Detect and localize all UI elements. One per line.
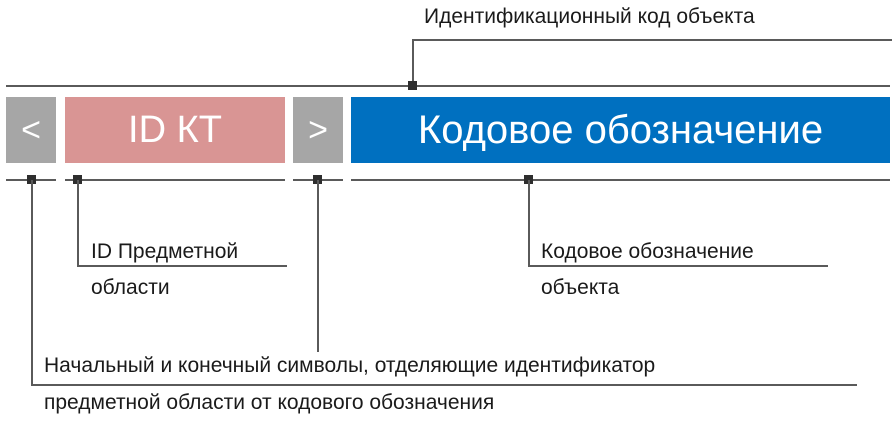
object-id-code-label: Идентификационный код объекта [424, 5, 755, 28]
open-symbol-marker [27, 175, 36, 184]
id-kt-marker [73, 175, 82, 184]
code-desc-leader-horizontal [528, 265, 828, 267]
close-symbol-box: > [293, 97, 343, 163]
close-symbol-marker [313, 175, 322, 184]
top-label-connector [412, 39, 414, 86]
symbols-desc-label-line1: Начальный и конечный символы, отделяющие… [44, 354, 656, 377]
domain-id-leader-vertical [77, 180, 79, 267]
code-desc-label-line2: объекта [541, 276, 620, 299]
domain-id-label-line1: ID Предметной [91, 240, 239, 263]
open-symbol-box: < [6, 97, 56, 163]
id-kt-text: ID КТ [128, 108, 222, 151]
code-text: Кодовое обозначение [417, 107, 824, 152]
domain-id-label-line2: области [91, 276, 170, 299]
code-box: Кодовое обозначение [351, 97, 890, 163]
code-desc-label-line1: Кодовое обозначение [541, 240, 754, 263]
domain-id-leader-horizontal [77, 265, 287, 267]
code-desc-leader-vertical [528, 180, 530, 267]
id-kt-box: ID КТ [65, 97, 285, 163]
symbols-leader-left-vertical [31, 180, 33, 386]
symbols-leader-horizontal [31, 384, 857, 386]
symbols-desc-label-line2: предметной области от кодового обозначен… [44, 391, 495, 414]
code-underline [351, 179, 890, 181]
symbols-leader-right-vertical [317, 180, 319, 352]
upper-bracket-line [6, 85, 890, 87]
upper-bracket-marker [408, 81, 417, 90]
top-label-underline [412, 39, 892, 41]
open-symbol-text: < [21, 110, 41, 149]
close-symbol-text: > [308, 110, 328, 149]
id-kt-underline [65, 179, 285, 181]
code-marker [524, 175, 533, 184]
